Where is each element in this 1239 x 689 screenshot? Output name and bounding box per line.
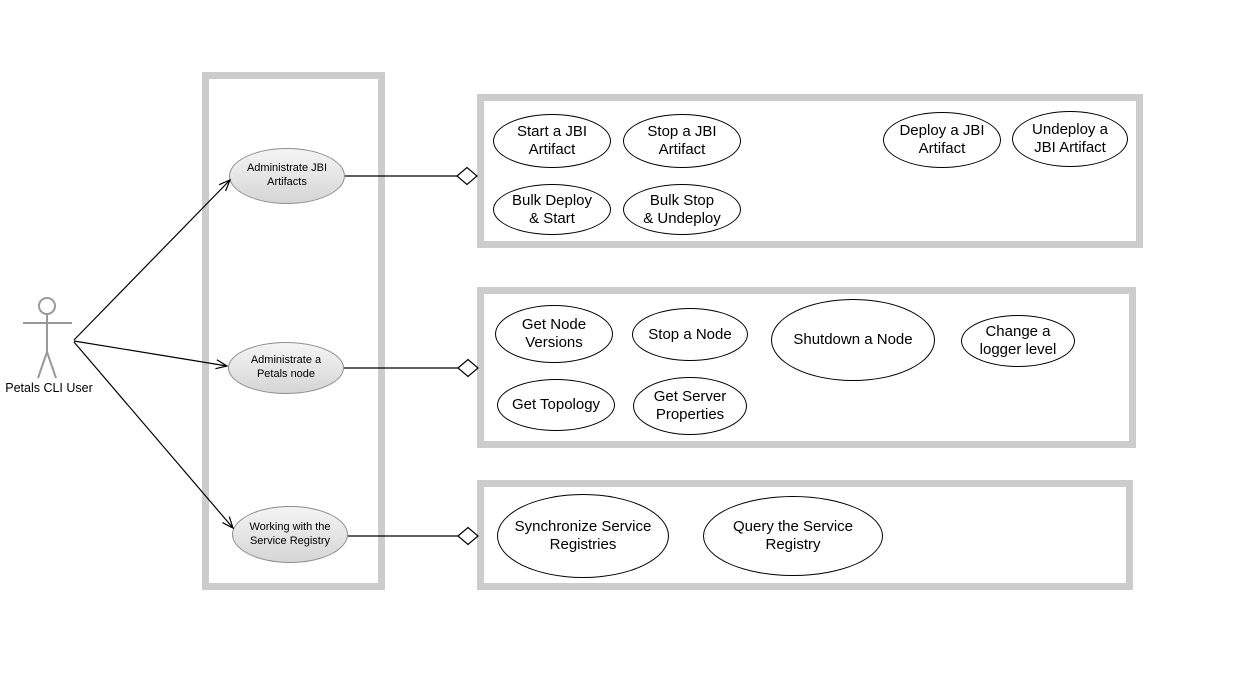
use-case-label: Stop a JBI Artifact [647,123,717,158]
person-icon [23,297,72,379]
use-case-label: Administrate JBI Artifacts [246,162,328,188]
actor-label: Petals CLI User [5,381,93,395]
use-case-get-server-properties: Get Server Properties [633,377,747,435]
use-case-label: Deploy a JBI Artifact [899,122,985,157]
use-case-label: Start a JBI Artifact [516,123,588,158]
use-case-label: Change a logger level [979,323,1057,358]
use-case-label: Working with the Service Registry [249,520,331,547]
use-case-get-topology: Get Topology [497,379,615,431]
use-case-change-logger-level: Change a logger level [961,315,1075,367]
use-case-label: Get Topology [511,396,601,414]
aggregation-diamond-icon [457,358,479,378]
actor-right-leg [46,351,57,379]
aggregation-diamond-icon [456,166,478,186]
aggregation-diamond-icon [457,526,479,546]
use-case-undeploy-jbi-artifact: Undeploy a JBI Artifact [1012,111,1128,167]
use-case-label: Stop a Node [648,325,732,343]
use-case-label: Shutdown a Node [793,331,913,349]
use-case-administrate-jbi-artifacts: Administrate JBI Artifacts [229,148,345,204]
use-case-label: Get Server Properties [653,388,727,423]
use-case-label: Query the Service Registry [732,518,854,553]
use-case-label: Synchronize Service Registries [514,518,652,553]
use-case-label: Undeploy a JBI Artifact [1032,121,1108,156]
use-case-administrate-petals-node: Administrate a Petals node [228,342,344,394]
use-case-deploy-jbi-artifact: Deploy a JBI Artifact [883,112,1001,168]
use-case-label: Get Node Versions [521,316,587,351]
use-case-stop-a-node: Stop a Node [632,308,748,361]
use-case-start-jbi-artifact: Start a JBI Artifact [493,114,611,168]
actor-left-leg [37,351,48,379]
use-case-label: Bulk Stop & Undeploy [643,191,721,227]
use-case-stop-jbi-artifact: Stop a JBI Artifact [623,114,741,168]
use-case-synchronize-service-registries: Synchronize Service Registries [497,494,669,578]
actor-head [38,297,56,315]
use-case-working-with-service-registry: Working with the Service Registry [232,506,348,563]
use-case-query-service-registry: Query the Service Registry [703,496,883,576]
use-case-label: Administrate a Petals node [250,354,322,380]
use-case-label: Bulk Deploy & Start [511,191,593,227]
use-case-shutdown-a-node: Shutdown a Node [771,299,935,381]
use-case-get-node-versions: Get Node Versions [495,305,613,363]
use-case-bulk-stop-undeploy: Bulk Stop & Undeploy [623,184,741,235]
use-case-bulk-deploy-start: Bulk Deploy & Start [493,184,611,235]
